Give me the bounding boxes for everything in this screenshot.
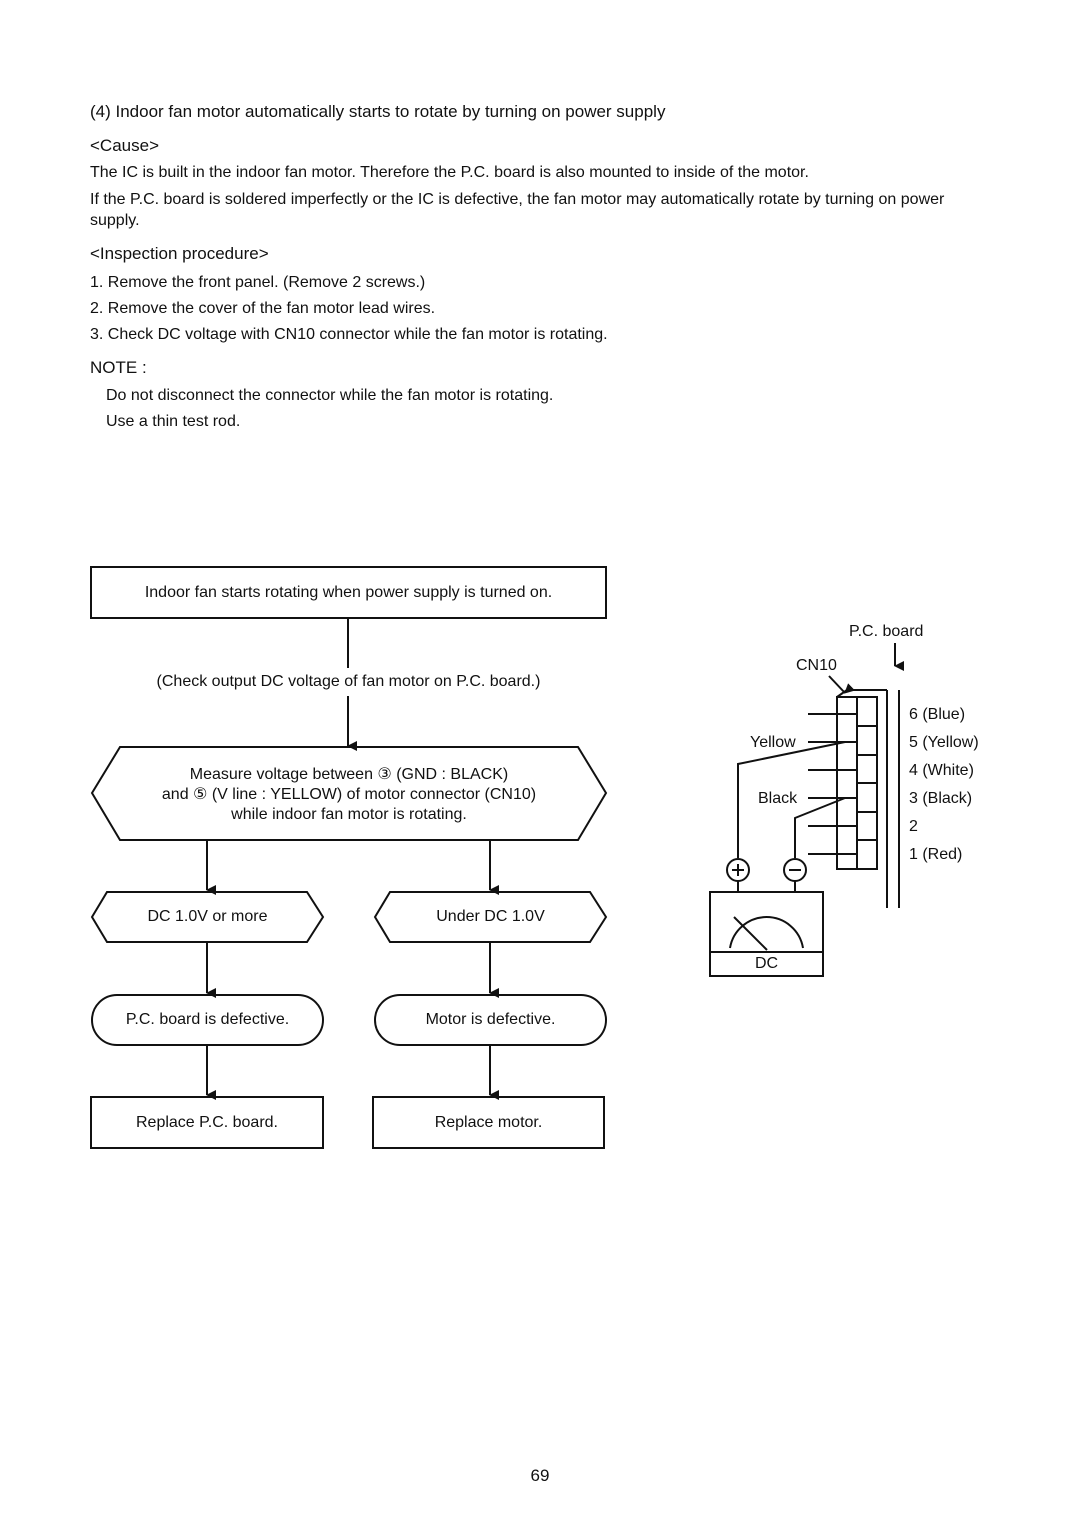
dc-meter [709, 891, 824, 977]
connector-diagram [709, 643, 904, 977]
pc-board-label: P.C. board [849, 623, 924, 640]
measure-box [90, 746, 608, 841]
check-text: (Check output DC voltage of fan motor on… [156, 673, 541, 690]
pin-3-label: 3 (Black) [909, 790, 973, 807]
cause-line-2: If the P.C. board is soldered imperfectl… [90, 191, 945, 229]
cause-line-1: The IC is built in the indoor fan motor.… [90, 164, 809, 181]
note-label: NOTE : [90, 358, 147, 377]
note-line-2: Use a thin test rod. [106, 413, 241, 430]
right-action-box [372, 1096, 605, 1149]
note-line-1: Do not disconnect the connector while th… [106, 387, 554, 404]
page-number: 69 [530, 1466, 550, 1485]
pin-1-label: 1 (Red) [909, 846, 963, 863]
left-result-text: P.C. board is defective. [125, 1011, 290, 1028]
step-2: 2. Remove the cover of the fan motor lea… [90, 300, 436, 317]
section-heading: (4) Indoor fan motor automatically start… [90, 102, 666, 121]
right-action-text: Replace motor. [434, 1114, 543, 1131]
left-condition-box [90, 891, 325, 943]
pin-5-label: 5 (Yellow) [909, 734, 979, 751]
pin-2-label: 2 [909, 818, 918, 835]
yellow-wire-label: Yellow [750, 734, 796, 751]
left-action-text: Replace P.C. board. [135, 1114, 278, 1131]
right-result-text: Motor is defective. [425, 1011, 556, 1028]
measure-text-3: while indoor fan motor is rotating. [231, 806, 467, 823]
meter-label: DC [754, 955, 779, 972]
left-action-box [90, 1096, 324, 1149]
black-wire-label: Black [758, 790, 798, 807]
left-condition-text: DC 1.0V or more [147, 908, 268, 925]
right-condition-text: Under DC 1.0V [436, 908, 545, 925]
pin-4-label: 4 (White) [909, 762, 974, 779]
step-3: 3. Check DC voltage with CN10 connector … [90, 326, 608, 343]
pin-6-label: 6 (Blue) [909, 706, 966, 723]
start-text: Indoor fan starts rotating when power su… [144, 584, 553, 601]
inspection-label: <Inspection procedure> [90, 244, 269, 263]
cn10-label: CN10 [796, 657, 837, 674]
measure-text-1: Measure voltage between ③ (GND : BLACK) [189, 766, 509, 783]
cause-label: <Cause> [90, 136, 159, 155]
measure-text-2: and ⑤ (V line : YELLOW) of motor connect… [161, 786, 537, 803]
step-1: 1. Remove the front panel. (Remove 2 scr… [90, 274, 426, 291]
right-condition-box [373, 891, 608, 943]
